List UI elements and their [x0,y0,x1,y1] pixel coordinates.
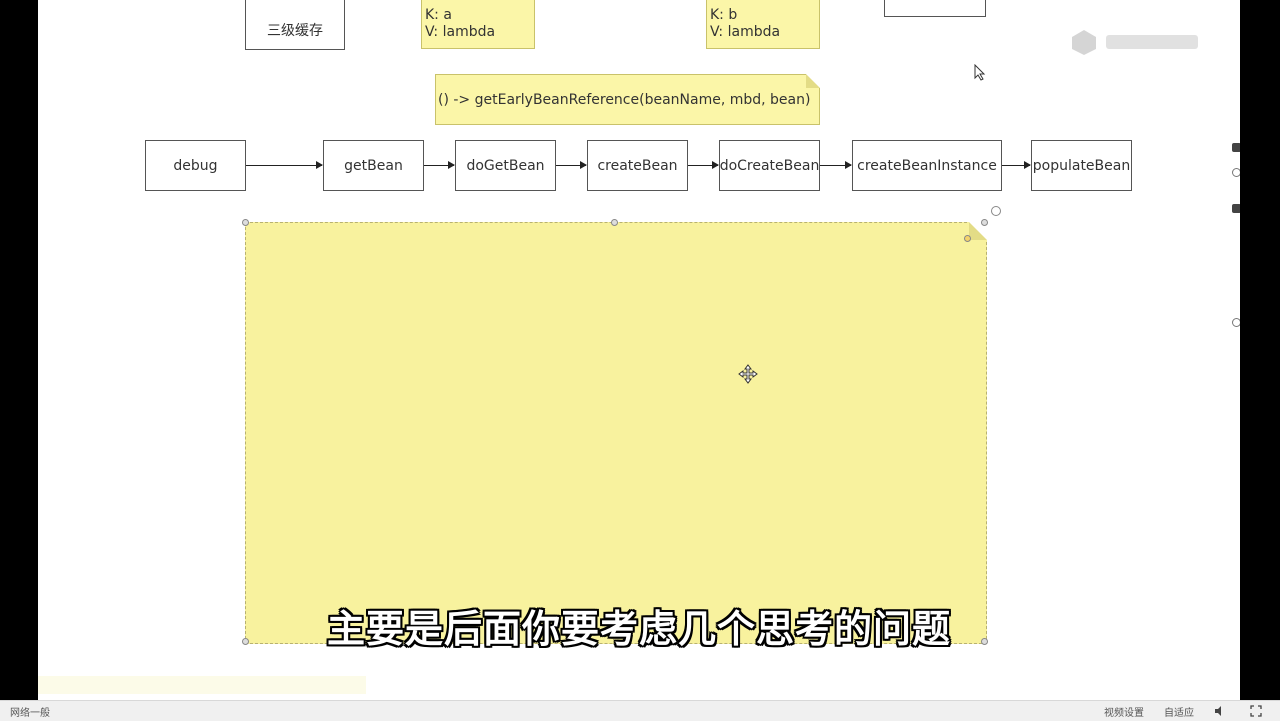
flow-box-populatebean[interactable]: populateBean [1031,140,1132,191]
diagram-canvas[interactable]: 三级缓存 K: a V: lambda K: b V: lambda () ->… [38,0,1240,700]
cache-entry-a-note[interactable]: K: a V: lambda [421,0,535,49]
flow-label-dogetbean: doGetBean [466,157,545,174]
volume-icon[interactable] [1214,705,1226,717]
resize-handle[interactable] [242,219,249,226]
flow-box-dogetbean[interactable]: doGetBean [455,140,556,191]
flow-box-createbean[interactable]: createBean [587,140,688,191]
flow-arrow [820,161,852,169]
lambda-note-text: () -> getEarlyBeanReference(beanName, mb… [438,91,811,108]
network-status: 网络一般 [10,708,50,719]
flow-box-getbean[interactable]: getBean [323,140,424,191]
flow-label-populatebean: populateBean [1032,157,1131,174]
video-settings-button[interactable]: 视频设置 [1104,708,1144,719]
flow-arrow [246,161,323,169]
right-black-strip [1240,0,1280,700]
note-fold-corner [806,74,820,88]
resize-handle[interactable] [611,219,618,226]
cache-entry-a-value: V: lambda [425,24,496,40]
lambda-note[interactable]: () -> getEarlyBeanReference(beanName, mb… [435,74,820,125]
flow-box-docreatebean[interactable]: doCreateBean [719,140,820,191]
player-status-bar: 网络一般 视频设置 自适应 [0,700,1280,721]
flow-arrow [424,161,455,169]
bottom-highlight-band [38,676,366,694]
flow-box-createbeaninstance[interactable]: createBeanInstance [852,140,1002,191]
third-level-cache-label: 三级缓存 [267,23,323,39]
cache-entry-b-key: K: b [710,7,738,23]
adaptive-button[interactable]: 自适应 [1164,708,1194,719]
panel-checkbox[interactable] [1232,204,1240,213]
resize-handle[interactable] [981,219,988,226]
resize-handle[interactable] [964,235,971,242]
flow-box-debug[interactable]: debug [145,140,246,191]
cache-entry-b-value: V: lambda [710,24,781,40]
cache-entry-b-note[interactable]: K: b V: lambda [706,0,820,49]
resize-handle[interactable] [242,638,249,645]
cut-off-box[interactable] [884,0,986,17]
panel-radio[interactable] [1232,318,1240,327]
panel-radio[interactable] [1232,168,1240,177]
move-cursor-icon [738,364,758,384]
panel-checkbox[interactable] [1232,143,1240,152]
flow-arrow [556,161,587,169]
flow-label-docreatebean: doCreateBean [719,157,820,174]
rotate-handle[interactable] [991,206,1001,216]
flow-label-createbeaninstance: createBeanInstance [857,157,997,174]
cache-entry-a-key: K: a [425,7,452,23]
flow-label-createbean: createBean [597,157,678,174]
flow-arrow [688,161,719,169]
flow-label-getbean: getBean [344,157,403,174]
mouse-pointer-icon [974,64,986,81]
watermark-logo-icon [1072,30,1198,55]
video-subtitle: 主要是后面你要考虑几个思考的问题 [326,607,951,651]
resize-handle[interactable] [981,638,988,645]
flow-label-debug: debug [173,157,218,174]
big-note-fold-corner [969,222,987,240]
fullscreen-icon[interactable] [1250,705,1262,717]
selected-note-shape[interactable] [245,222,987,644]
flow-arrow [1002,161,1031,169]
third-level-cache-box[interactable]: 三级缓存 [245,0,345,50]
